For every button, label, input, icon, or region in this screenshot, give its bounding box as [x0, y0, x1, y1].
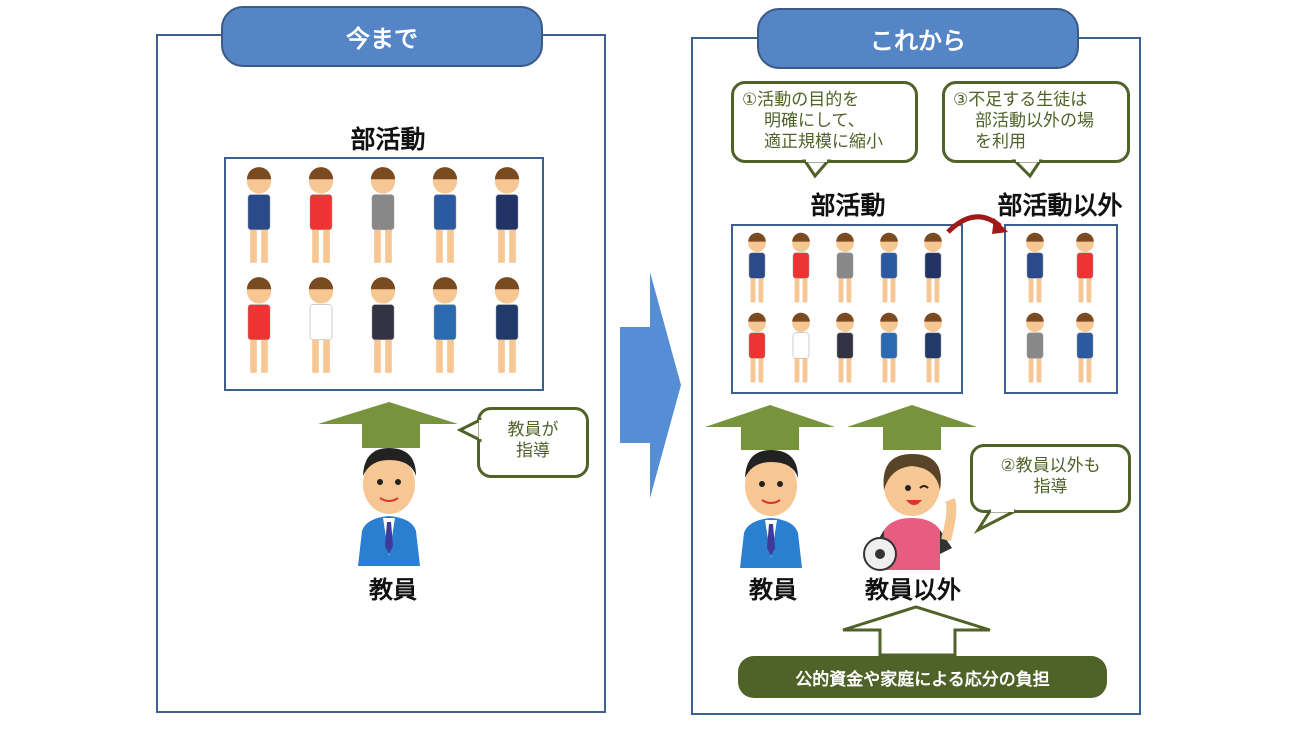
other-activities-title: 部活動以外: [997, 191, 1123, 220]
future-teacher-label: 教員: [749, 576, 797, 604]
callout-line: 部活動以外の場: [975, 111, 1094, 131]
callout-line: ③不足する生徒は: [953, 90, 1088, 110]
future-club-title: 部活動: [810, 191, 886, 220]
student-figure-icon: [924, 312, 942, 383]
callout-line: 教員が: [507, 420, 559, 440]
student-figure-icon: [836, 232, 854, 303]
callout-tail: [973, 507, 1016, 534]
student-figure-icon: [1076, 232, 1094, 303]
student-figure-icon: [792, 232, 810, 303]
student-figure-icon: [1026, 232, 1044, 303]
redirect-arrow-icon: [946, 214, 1008, 234]
student-figure-icon: [494, 167, 520, 263]
student-figure-icon: [370, 167, 396, 263]
funding-label: 公的資金や家庭による応分の負担: [738, 656, 1107, 698]
teacher-figure-icon: [358, 448, 420, 566]
student-figure-icon: [432, 167, 458, 263]
arrow-up-icon: [705, 405, 835, 450]
arrow-up-icon: [318, 402, 458, 448]
outline-arrow-up-icon: [842, 605, 991, 657]
student-figure-icon: [924, 232, 942, 303]
student-figure-icon: [880, 232, 898, 303]
callout-tail: [1011, 157, 1043, 179]
current-header: 今まで: [221, 6, 543, 67]
current-club-title: 部活動: [350, 125, 426, 154]
future-header: これから: [757, 8, 1079, 69]
future-header-text: これから: [870, 27, 966, 55]
callout-line: 指導: [516, 441, 550, 461]
callout-reduce-scale: ①活動の目的を 明確にして、 適正規模に縮小: [731, 81, 918, 163]
arrow-up-icon: [847, 405, 977, 450]
current-callout: 教員が 指導: [477, 407, 589, 478]
student-figure-icon: [1026, 312, 1044, 383]
callout-other-venues: ③不足する生徒は 部活動以外の場 を利用: [942, 81, 1130, 163]
student-figure-icon: [836, 312, 854, 383]
callout-non-teachers: ②教員以外も 指導: [970, 444, 1131, 513]
callout-line: ①活動の目的を: [742, 90, 860, 110]
callout-tail: [802, 157, 832, 179]
non-teacher-label: 教員以外: [865, 576, 961, 604]
student-figure-icon: [792, 312, 810, 383]
callout-tail: [456, 417, 483, 443]
teacher-figure-icon: [740, 450, 802, 568]
student-figure-icon: [246, 277, 272, 373]
callout-line: 指導: [1033, 477, 1068, 497]
student-figure-icon: [494, 277, 520, 373]
student-figure-icon: [1076, 312, 1094, 383]
current-teacher-label: 教員: [369, 576, 417, 604]
student-figure-icon: [246, 167, 272, 263]
current-up-arrow: [318, 402, 458, 448]
student-figure-icon: [370, 277, 396, 373]
callout-line: 適正規模に縮小: [764, 132, 883, 152]
funding-text: 公的資金や家庭による応分の負担: [795, 669, 1050, 690]
future-up-arrows: [705, 405, 991, 657]
student-figure-icon: [432, 277, 458, 373]
callout-line: 明確にして、: [764, 111, 865, 131]
transition-arrow-icon: [620, 272, 681, 498]
other-activities-illustration: [1004, 224, 1118, 394]
callout-line: を利用: [975, 132, 1026, 152]
callout-line: ②教員以外も: [1000, 456, 1101, 476]
future-club-illustration: [731, 224, 963, 394]
student-figure-icon: [748, 312, 766, 383]
student-figure-icon: [880, 312, 898, 383]
student-figure-icon: [308, 167, 334, 263]
coach-figure-icon: [863, 454, 957, 571]
current-header-text: 今まで: [346, 25, 418, 53]
student-figure-icon: [308, 277, 334, 373]
student-figure-icon: [748, 232, 766, 303]
